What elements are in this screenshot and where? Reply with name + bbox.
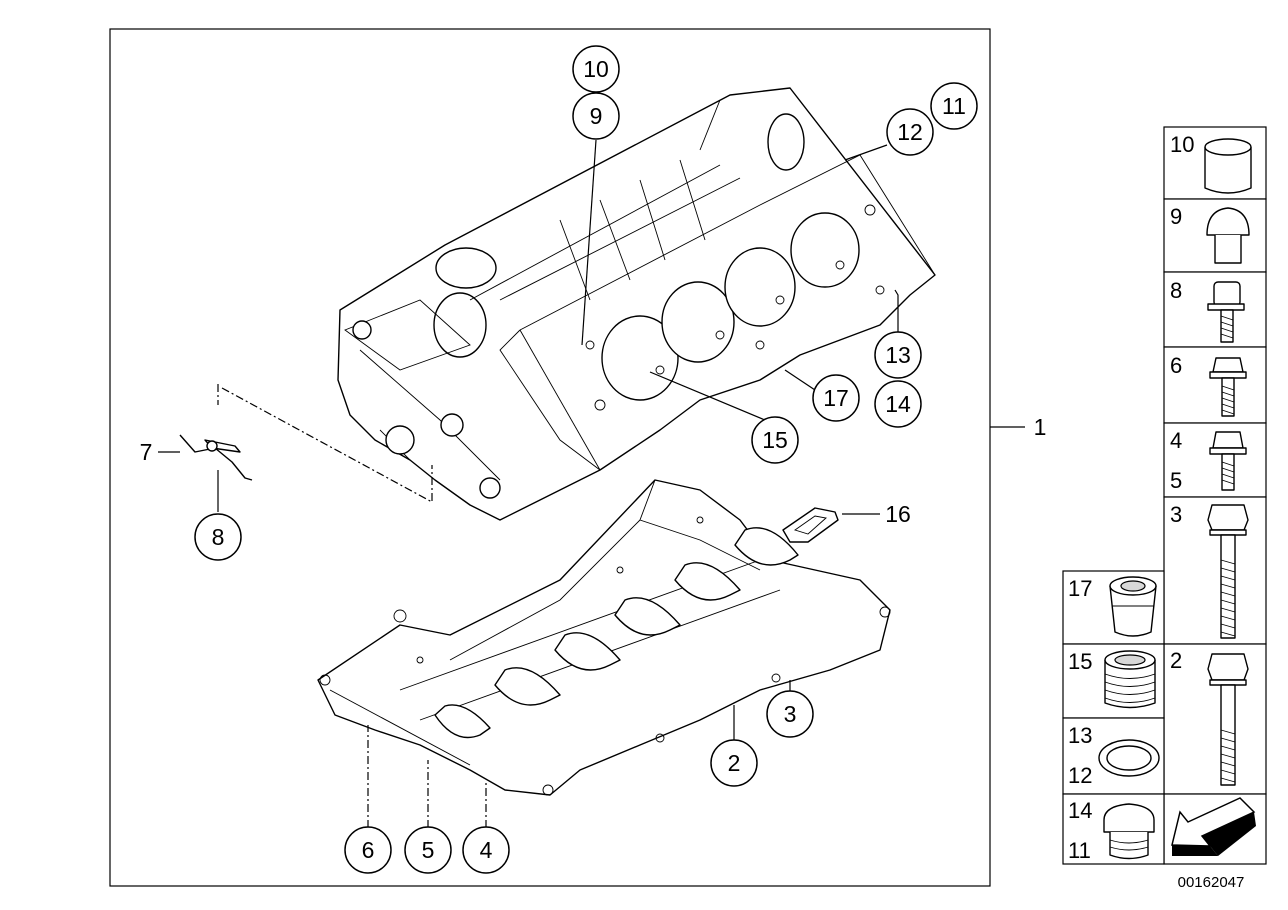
callout-4: 4: [462, 826, 510, 874]
callout-11: 11: [930, 82, 978, 130]
hex-bolt-icon: [1207, 653, 1249, 786]
torx-bolt-icon: [1209, 357, 1247, 417]
svg-text:2: 2: [728, 750, 741, 776]
plug-icon: [1206, 207, 1250, 264]
cell-label-11: 11: [1068, 838, 1091, 863]
callout-13: 13: [874, 331, 922, 379]
callout-12: 12: [886, 108, 934, 156]
leader-lines: [158, 117, 1025, 828]
cell-label-6: 6: [1170, 353, 1182, 378]
threaded-plug-icon: [1104, 650, 1156, 709]
callout-8: 8: [194, 513, 242, 561]
label-16: 16: [885, 501, 911, 527]
parts-column-left: 17 15 13 12 14 11: [1062, 570, 1165, 865]
svg-text:3: 3: [784, 701, 797, 727]
callout-3: 3: [766, 690, 814, 738]
cell-label-8: 8: [1170, 278, 1182, 303]
sleeve-icon: [1204, 138, 1252, 194]
svg-text:12: 12: [897, 119, 923, 145]
engine-block-illustration: [337, 87, 936, 521]
parts-column-right: 10 9 8 6 4 5: [1163, 126, 1267, 865]
svg-text:10: 10: [583, 56, 609, 82]
cell-label-15: 15: [1068, 649, 1092, 674]
cell-label-2: 2: [1170, 648, 1182, 673]
callout-5: 5: [404, 826, 452, 874]
cell-label-9: 9: [1170, 204, 1182, 229]
svg-text:17: 17: [823, 385, 849, 411]
sealing-ring-icon: [1098, 739, 1160, 777]
cell-label-12: 12: [1068, 763, 1092, 788]
svg-text:8: 8: [212, 524, 225, 550]
short-bolt-icon: [1209, 431, 1247, 491]
main-frame: [109, 28, 991, 887]
socket-head-bolt-icon: [1207, 281, 1245, 343]
retaining-clip-illustration: [179, 434, 253, 481]
label-1: 1: [1034, 414, 1047, 440]
svg-text:6: 6: [362, 837, 375, 863]
cell-label-17: 17: [1068, 576, 1092, 601]
document-id: 00162047: [1178, 874, 1245, 891]
callout-17: 17: [812, 374, 860, 422]
cell-label-14: 14: [1068, 798, 1092, 823]
cell-label-3: 3: [1170, 502, 1182, 527]
bedplate-illustration: [317, 479, 891, 796]
screw-plug-icon: [1103, 803, 1155, 860]
callout-15: 15: [751, 416, 799, 464]
svg-text:14: 14: [885, 391, 911, 417]
callout-14: 14: [874, 380, 922, 428]
svg-text:4: 4: [480, 837, 493, 863]
dowel-sleeve-icon: [1109, 576, 1157, 637]
direction-arrow-icon: [1171, 797, 1256, 856]
svg-text:5: 5: [422, 837, 435, 863]
svg-text:11: 11: [942, 93, 966, 119]
cell-label-13: 13: [1068, 723, 1092, 748]
callout-6: 6: [344, 826, 392, 874]
svg-text:15: 15: [762, 427, 788, 453]
cell-label-5: 5: [1170, 468, 1182, 493]
cell-label-10: 10: [1170, 132, 1194, 157]
label-7: 7: [140, 439, 153, 465]
svg-text:13: 13: [885, 342, 911, 368]
cell-label-4: 4: [1170, 428, 1182, 453]
callout-10: 10: [572, 45, 620, 93]
callout-9: 9: [572, 92, 620, 140]
svg-text:9: 9: [590, 103, 603, 129]
callout-2: 2: [710, 739, 758, 787]
long-hex-bolt-icon: [1207, 504, 1249, 639]
